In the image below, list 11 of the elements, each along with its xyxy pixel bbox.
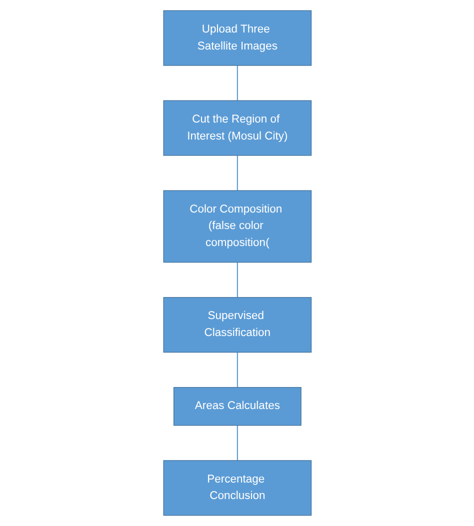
node-box: Areas Calculates	[173, 387, 301, 426]
node-box: Percentage Conclusion	[162, 460, 312, 516]
connector	[236, 352, 238, 388]
node-box: Color Composition (false color composition(	[162, 190, 312, 263]
node-box: Supervised Classification	[162, 297, 312, 353]
connector	[236, 425, 238, 461]
connector	[236, 155, 238, 191]
connector	[236, 262, 238, 298]
node-box: Upload Three Satellite Images	[162, 10, 312, 66]
connector	[236, 65, 238, 101]
node-box: Cut the Region of Interest (Mosul City)	[162, 100, 312, 156]
